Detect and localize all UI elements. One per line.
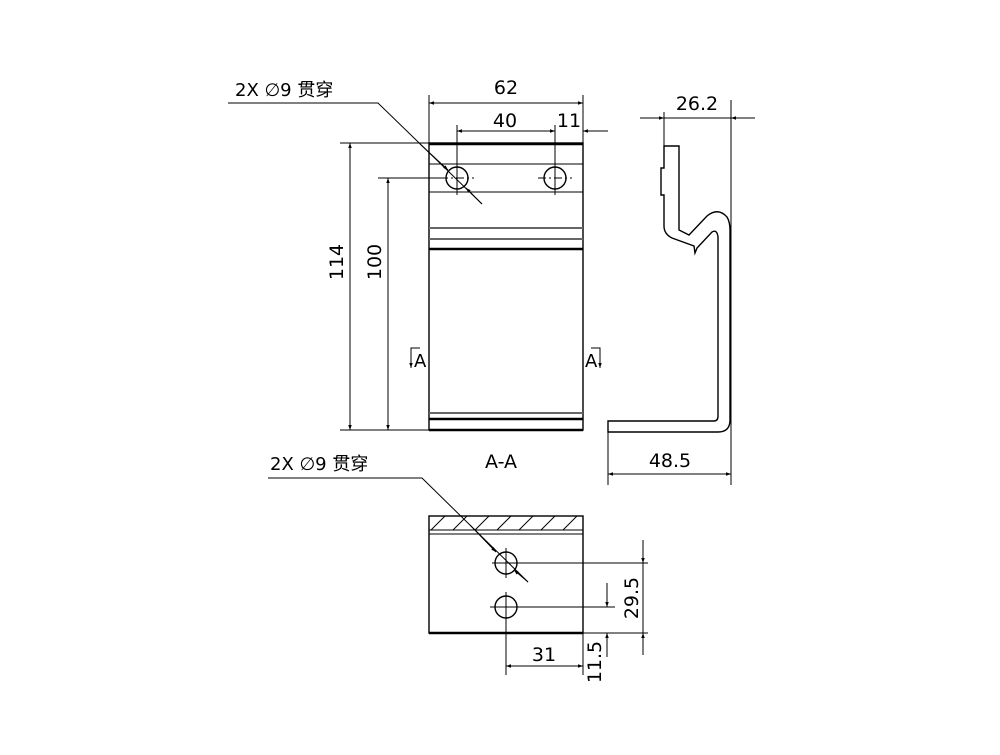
svg-text:A: A	[585, 351, 598, 372]
dim-100: 100	[364, 244, 386, 280]
section-view: A-A 2X ∅9 贯穿 29.5 11.5 31	[268, 451, 648, 683]
side-view: 26.2 48.5	[607, 93, 755, 485]
hole-right	[538, 165, 572, 195]
dim-26-2: 26.2	[676, 93, 718, 115]
section-title: A-A	[485, 451, 517, 473]
svg-text:A: A	[414, 351, 427, 372]
dim-114: 114	[326, 244, 348, 280]
dim-40: 40	[493, 110, 517, 132]
dim-62: 62	[494, 77, 518, 99]
section-marker-right: A	[585, 347, 602, 372]
front-view: 62 40 11 114 100 2X ∅9 贯穿 A A	[228, 77, 608, 432]
dim-11-5: 11.5	[584, 641, 606, 683]
hole-note-section: 2X ∅9 贯穿	[270, 454, 368, 475]
dim-48-5: 48.5	[649, 450, 691, 472]
hole-note-front: 2X ∅9 贯穿	[235, 80, 333, 101]
section-marker-left: A	[409, 347, 427, 372]
dim-29-5: 29.5	[621, 577, 643, 619]
dim-31: 31	[532, 644, 556, 666]
hatch	[430, 515, 578, 531]
dim-11: 11	[557, 110, 581, 132]
